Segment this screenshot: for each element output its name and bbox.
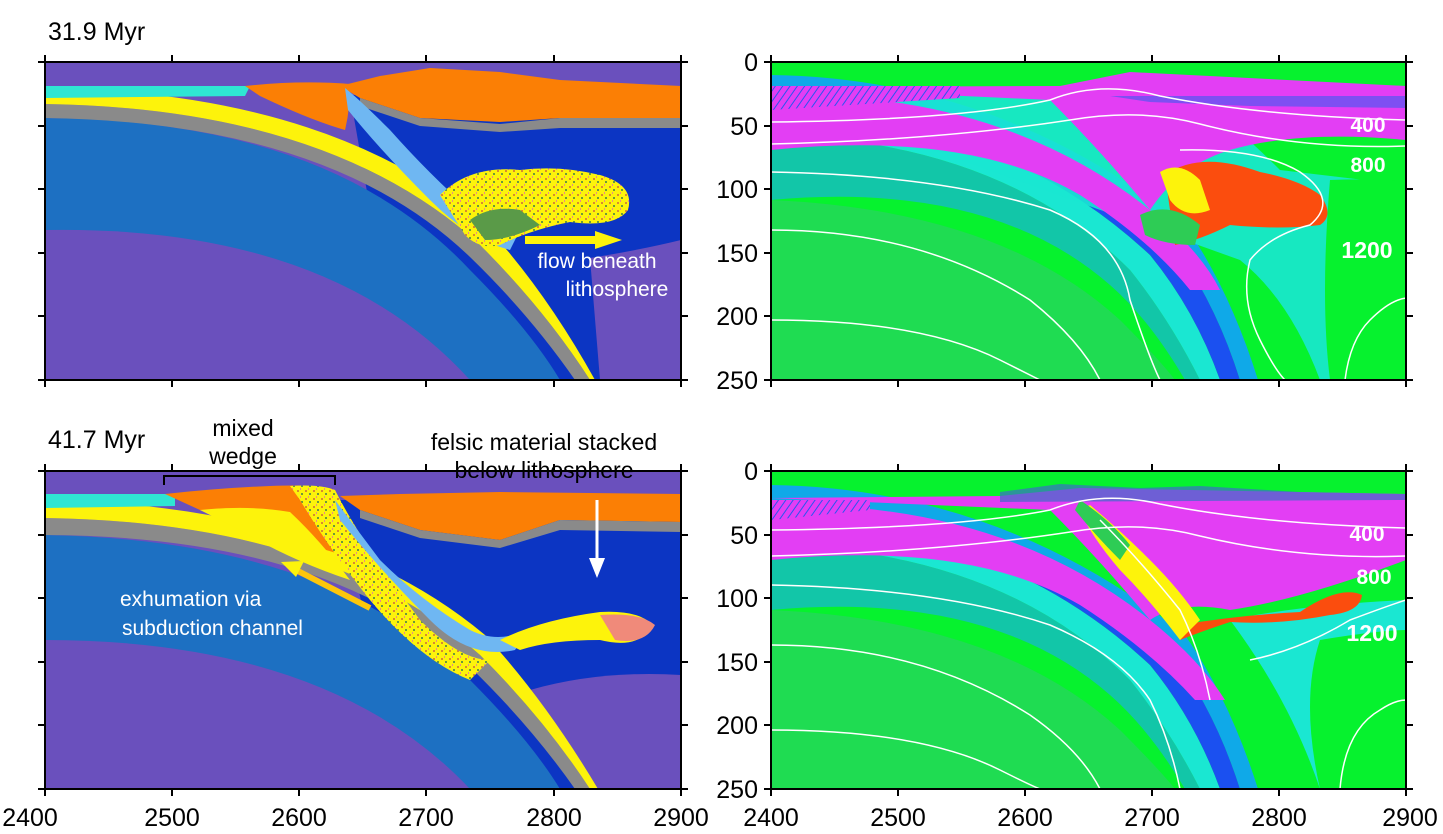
isotherm-label-1200-bottom: 1200 <box>1346 620 1397 646</box>
x-tick-labels-left: 2400 2500 2600 2700 2800 2900 <box>2 804 709 832</box>
x-tick-2700-left: 2700 <box>398 804 454 832</box>
x-tick-2500-right: 2500 <box>870 804 926 832</box>
exhumation-label-line1: exhumation via <box>120 588 262 611</box>
y-tick-200-top: 200 <box>716 303 758 331</box>
y-tick-150-top: 150 <box>716 240 758 268</box>
y-tick-100-top: 100 <box>716 176 758 204</box>
y-tick-150-bottom: 150 <box>716 649 758 677</box>
temperature-panel-top <box>771 62 1406 380</box>
felsic-label-line2: below lithosphere <box>454 457 633 483</box>
isotherm-label-400-bottom: 400 <box>1349 523 1384 546</box>
temperature-panel-bottom <box>771 471 1406 789</box>
mixed-wedge-label-line2: wedge <box>208 443 277 469</box>
flow-arrow <box>525 231 622 249</box>
y-tick-labels-top: 0 50 100 150 200 250 <box>716 49 758 395</box>
x-tick-labels-right: 2400 2500 2600 2700 2800 2900 <box>743 804 1438 832</box>
felsic-arrow <box>589 500 605 578</box>
isotherm-label-800-bottom: 800 <box>1356 566 1391 589</box>
y-tick-100-bottom: 100 <box>716 585 758 613</box>
isotherm-label-800-top: 800 <box>1350 154 1385 177</box>
axes-frames <box>44 61 1407 790</box>
y-tick-250-bottom: 250 <box>716 776 758 804</box>
isotherm-label-400-top: 400 <box>1350 114 1385 137</box>
y-tick-labels-bottom: 0 50 100 150 200 250 <box>716 458 758 804</box>
y-tick-0-top: 0 <box>744 49 758 77</box>
x-tick-2600-right: 2600 <box>997 804 1053 832</box>
y-tick-250-top: 250 <box>716 367 758 395</box>
felsic-label-line1: felsic material stacked <box>431 429 657 455</box>
mixed-wedge-label-line1: mixed <box>212 415 273 441</box>
x-tick-2600-left: 2600 <box>271 804 327 832</box>
x-tick-2900-left: 2900 <box>653 804 709 832</box>
x-tick-2900-right: 2900 <box>1382 804 1438 832</box>
mixed-wedge-bracket <box>163 475 336 485</box>
material-panel-top <box>45 62 681 380</box>
x-tick-2700-right: 2700 <box>1124 804 1180 832</box>
x-tick-2500-left: 2500 <box>144 804 200 832</box>
flow-label-line1: flow beneath <box>537 250 656 273</box>
y-tick-50-bottom: 50 <box>730 522 758 550</box>
x-tick-2800-left: 2800 <box>526 804 582 832</box>
exhumation-arrow <box>281 561 372 611</box>
y-tick-0-bottom: 0 <box>744 458 758 486</box>
flow-label-line2: lithosphere <box>566 278 669 301</box>
tick-marks <box>38 55 1413 796</box>
isotherm-label-1200-top: 1200 <box>1341 237 1392 263</box>
exhumation-label-line2: subduction channel <box>122 617 303 640</box>
material-panel-bottom <box>45 471 681 789</box>
y-tick-50-top: 50 <box>730 113 758 141</box>
x-tick-2800-right: 2800 <box>1251 804 1307 832</box>
time-label-top: 31.9 Myr <box>48 18 145 46</box>
y-tick-200-bottom: 200 <box>716 712 758 740</box>
x-tick-2400-left: 2400 <box>2 804 58 832</box>
time-label-bottom: 41.7 Myr <box>48 426 145 454</box>
x-tick-2400-right: 2400 <box>743 804 799 832</box>
